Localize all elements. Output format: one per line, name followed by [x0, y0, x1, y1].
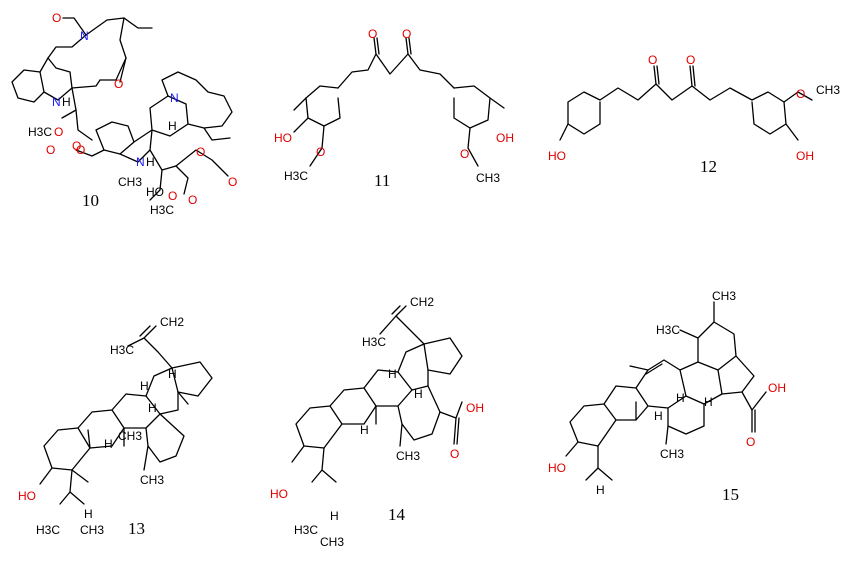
compound-number-10: 10	[82, 191, 99, 210]
atom-label-14-4: H	[360, 423, 369, 437]
atom-label-12-4: CH3	[816, 83, 840, 97]
compound-number-11: 11	[374, 171, 390, 190]
structure-11: O O HO O H3C OH O CH3 11	[274, 27, 514, 190]
atom-label-15-7: H	[596, 483, 605, 497]
atom-label-13-0: CH2	[160, 315, 184, 329]
atom-label-11-4: H3C	[284, 169, 308, 183]
atom-label-15-6: HO	[548, 461, 566, 475]
atom-label-10-2: O	[114, 77, 123, 91]
atom-label-10-14: O	[168, 189, 177, 203]
compound-number-13: 13	[128, 519, 145, 538]
atom-label-10-20: H	[168, 119, 177, 133]
atom-label-11-7: CH3	[476, 171, 500, 185]
atom-label-15-9: CH3	[660, 447, 684, 461]
atom-label-11-6: O	[460, 147, 469, 161]
atom-label-13-7: H	[84, 507, 93, 521]
atom-label-13-1: H3C	[110, 343, 134, 357]
atom-label-15-8: H	[676, 391, 685, 405]
atom-label-13-8: H3C	[36, 523, 60, 537]
atom-label-10-9: N	[136, 155, 145, 169]
atom-label-10-19: N	[170, 91, 179, 105]
structure-12: O O HO O CH3 OH 12	[548, 53, 840, 176]
atom-label-14-1: H3C	[362, 335, 386, 349]
atom-label-12-1: O	[686, 53, 695, 67]
atom-label-14-3: H	[414, 387, 423, 401]
atom-label-12-2: HO	[548, 149, 566, 163]
atom-label-10-4: H	[62, 95, 71, 109]
atom-label-12-5: OH	[796, 149, 814, 163]
atom-label-10-12: HO	[146, 185, 164, 199]
compound-number-15: 15	[722, 485, 739, 504]
atom-label-10-16: O	[196, 145, 205, 159]
atom-label-10-17: O	[228, 175, 237, 189]
atom-label-10-13: O	[188, 193, 197, 207]
atom-label-13-11: CH3	[140, 473, 164, 487]
compound-number-12: 12	[700, 157, 717, 176]
structure-14: CH2 H3C H H H OH O HO H H3C CH3 CH3 14	[270, 295, 484, 549]
atom-label-11-1: O	[402, 27, 411, 41]
atom-label-13-5: H	[104, 437, 113, 451]
atom-label-13-6: HO	[18, 489, 36, 503]
atom-label-11-2: HO	[274, 131, 292, 145]
atom-label-14-11: CH3	[396, 449, 420, 463]
atom-label-13-9: CH3	[80, 523, 104, 537]
atom-label-10-11: CH3	[118, 175, 142, 189]
atom-label-10-1: N	[80, 29, 89, 43]
atom-label-13-2: H	[168, 367, 177, 381]
atom-label-14-9: H3C	[294, 523, 318, 537]
structure-13: CH2 H3C H H H H HO H H3C CH3 CH3 CH3 13	[18, 315, 213, 538]
atom-label-10-18: O	[46, 143, 55, 157]
atom-label-10-0: O	[52, 11, 61, 25]
structure-10: O N O N H H3C O O O N H CH3 HO O O H3C O…	[11, 11, 237, 217]
atom-label-15-1: H3C	[656, 323, 680, 337]
atom-label-11-3: O	[316, 145, 325, 159]
atom-label-10-3: N	[52, 95, 61, 109]
atom-label-11-0: O	[368, 27, 377, 41]
atom-label-10-6: O	[54, 125, 63, 139]
atom-label-15-2: H	[704, 395, 713, 409]
atom-label-12-0: O	[648, 53, 657, 67]
atom-label-14-0: CH2	[410, 295, 434, 309]
atom-label-14-8: H	[330, 509, 339, 523]
atom-label-13-4: H	[148, 401, 157, 415]
structure-15: CH3 H3C H OH O H HO H H CH3 15	[548, 289, 786, 504]
atom-label-12-3: O	[796, 87, 805, 101]
atom-label-14-6: O	[450, 447, 459, 461]
atom-label-15-0: CH3	[712, 289, 736, 303]
atom-label-14-10: CH3	[320, 535, 344, 549]
atom-label-14-7: HO	[270, 487, 288, 501]
atom-label-15-5: H	[654, 409, 663, 423]
atom-label-10-7: O	[72, 139, 81, 153]
atom-label-14-2: H	[388, 367, 397, 381]
atom-label-11-5: OH	[496, 131, 514, 145]
atom-label-15-3: OH	[768, 381, 786, 395]
atom-label-13-10: CH3	[118, 429, 142, 443]
atom-label-15-4: O	[746, 435, 755, 449]
atom-label-13-3: H	[140, 379, 149, 393]
atom-label-10-5: H3C	[28, 125, 52, 139]
atom-label-10-15: H3C	[150, 203, 174, 217]
compound-number-14: 14	[388, 505, 406, 524]
atom-label-10-10: H	[146, 155, 155, 169]
atom-label-14-5: OH	[466, 401, 484, 415]
atom-label-10-8: O	[76, 143, 85, 157]
